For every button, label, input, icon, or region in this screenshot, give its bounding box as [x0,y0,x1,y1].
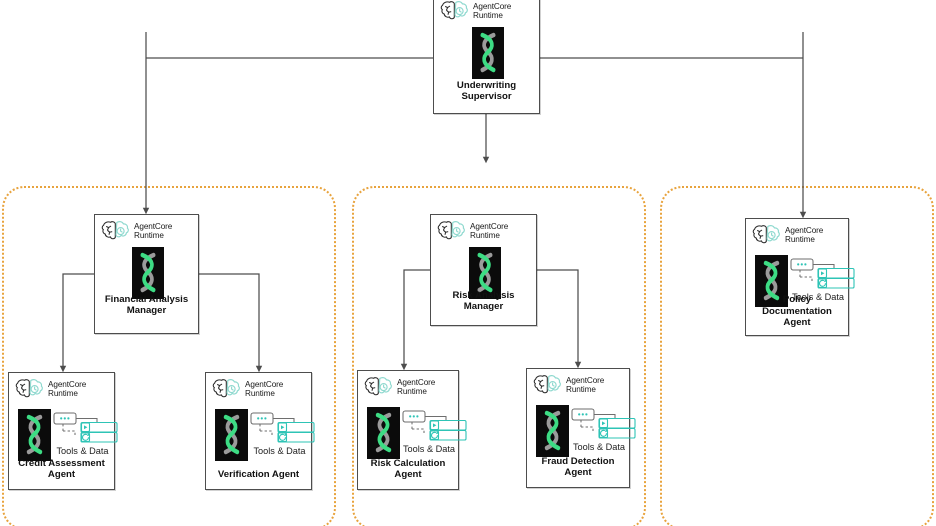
node-label: Underwriting Supervisor [456,79,517,103]
node-label: Risk Calculation Agent [370,457,446,481]
agentcore-runtime-label: AgentCore Runtime [470,221,509,240]
node-financial-analysis-manager[interactable]: AgentCore Runtime Financial Analysis Man… [94,214,199,334]
brain-cloud-icon [437,220,467,242]
strands-agent-logo [755,255,788,307]
brain-cloud-icon [212,378,242,400]
node-underwriting-supervisor[interactable]: AgentCore Runtime Underwriting Superviso… [433,0,540,114]
tools-and-data-icon [250,411,315,445]
agentcore-runtime-label: AgentCore Runtime [473,1,512,20]
strands-agent-logo [215,409,248,461]
agentcore-runtime-badge: AgentCore Runtime [752,224,823,246]
strands-agent-logo [472,27,504,79]
agentcore-runtime-label: AgentCore Runtime [566,375,605,394]
agentcore-runtime-label: AgentCore Runtime [134,221,173,240]
brain-cloud-icon [752,224,782,246]
tools-and-data-label: Tools & Data [56,446,109,456]
group-financial-analysis [2,186,336,526]
strands-agent-logo [367,407,400,459]
agentcore-runtime-badge: AgentCore Runtime [212,378,283,400]
agentcore-runtime-badge: AgentCore Runtime [533,374,604,396]
tools-and-data-label: Tools & Data [402,444,456,454]
brain-cloud-icon [101,220,131,242]
tools-and-data-icon [790,257,855,291]
agentcore-runtime-badge: AgentCore Runtime [364,376,435,398]
tools-and-data-icon [53,411,118,445]
tools-and-data-icon [571,407,636,441]
tools-and-data: Tools & Data [402,409,467,454]
strands-agent-logo [469,247,501,299]
agentcore-runtime-badge: AgentCore Runtime [440,0,511,22]
agentcore-runtime-label: AgentCore Runtime [397,377,436,396]
agentcore-runtime-label: AgentCore Runtime [245,379,284,398]
tools-and-data: Tools & Data [250,411,315,456]
brain-cloud-icon [364,376,394,398]
strands-agent-logo [18,409,51,461]
node-risk-analysis-manager[interactable]: AgentCore Runtime Risk Analysis Manager [430,214,537,326]
agentcore-runtime-label: AgentCore Runtime [785,225,824,244]
tools-and-data-label: Tools & Data [253,446,306,456]
node-label: Policy Documentation Agent [762,294,832,329]
node-label: Credit Assessment Agent [18,457,105,481]
tools-and-data: Tools & Data [53,411,118,456]
group-policy-documentation [660,186,934,526]
brain-cloud-icon [440,0,470,22]
strands-agent-logo [536,405,569,457]
tools-and-data-icon [402,409,467,443]
agentcore-runtime-badge: AgentCore Runtime [15,378,86,400]
agentcore-runtime-badge: AgentCore Runtime [437,220,508,242]
brain-cloud-icon [533,374,563,396]
brain-cloud-icon [15,378,45,400]
tools-and-data-label: Tools & Data [791,292,845,302]
tools-and-data: Tools & Data [571,407,636,452]
node-label: Financial Analysis Manager [104,293,189,317]
tools-and-data: Tools & Data [790,257,855,302]
agentcore-runtime-badge: AgentCore Runtime [101,220,172,242]
tools-and-data-label: Tools & Data [572,442,626,452]
node-label: Verification Agent [217,469,300,481]
agentcore-runtime-label: AgentCore Runtime [48,379,87,398]
node-label: Risk Analysis Manager [452,289,515,313]
node-label: Fraud Detection Agent [541,455,615,479]
group-risk-analysis [352,186,646,526]
strands-agent-logo [132,247,164,299]
